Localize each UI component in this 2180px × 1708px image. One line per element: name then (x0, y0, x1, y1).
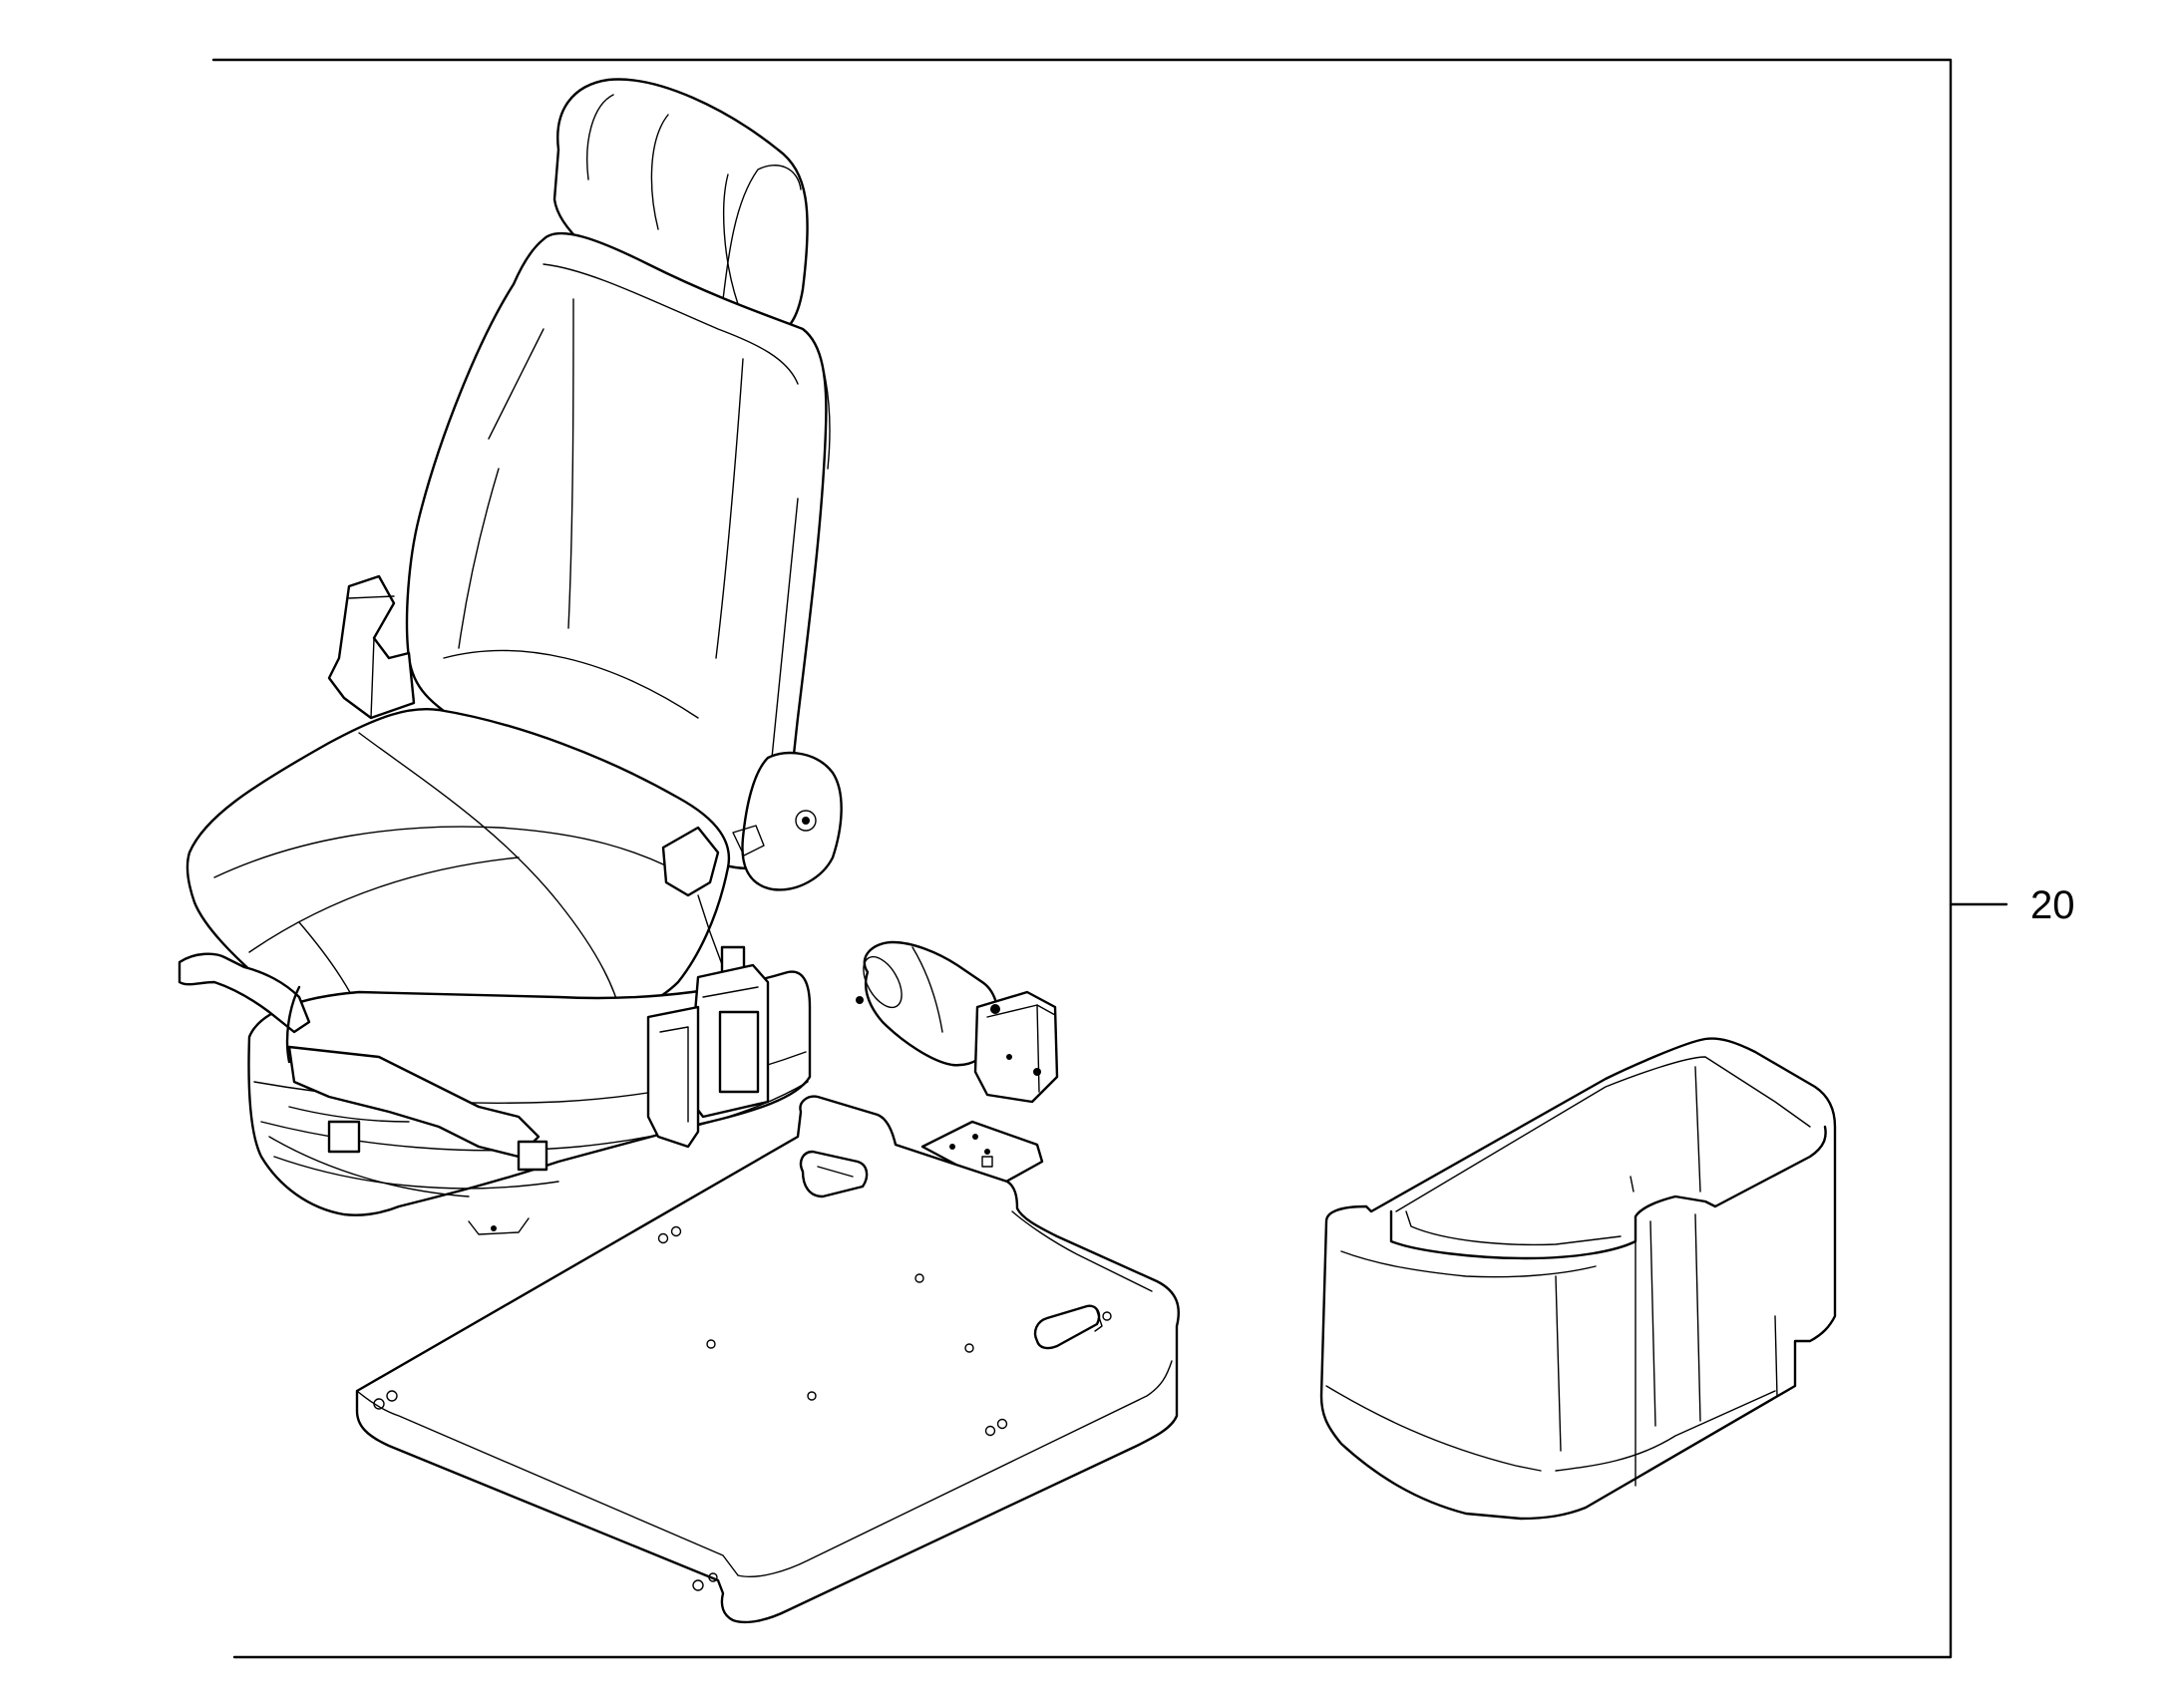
motor-icon (856, 940, 1059, 1104)
seat-belt-buckle-left (327, 574, 416, 720)
height-adjust-lever (178, 952, 311, 1034)
callout-label-20: 20 (2030, 883, 2075, 927)
plate-icon (355, 1095, 1180, 1624)
tray-icon (1319, 1037, 1837, 1521)
storage-tray-shell (1319, 1037, 1837, 1521)
seat-icon (178, 78, 843, 1235)
side-bolster (741, 751, 843, 891)
seat-mounting-plate (355, 1095, 1180, 1624)
seat-belt-buckle-right (661, 826, 720, 897)
seat-assembly-bracket: 20 (211, 58, 2075, 1659)
